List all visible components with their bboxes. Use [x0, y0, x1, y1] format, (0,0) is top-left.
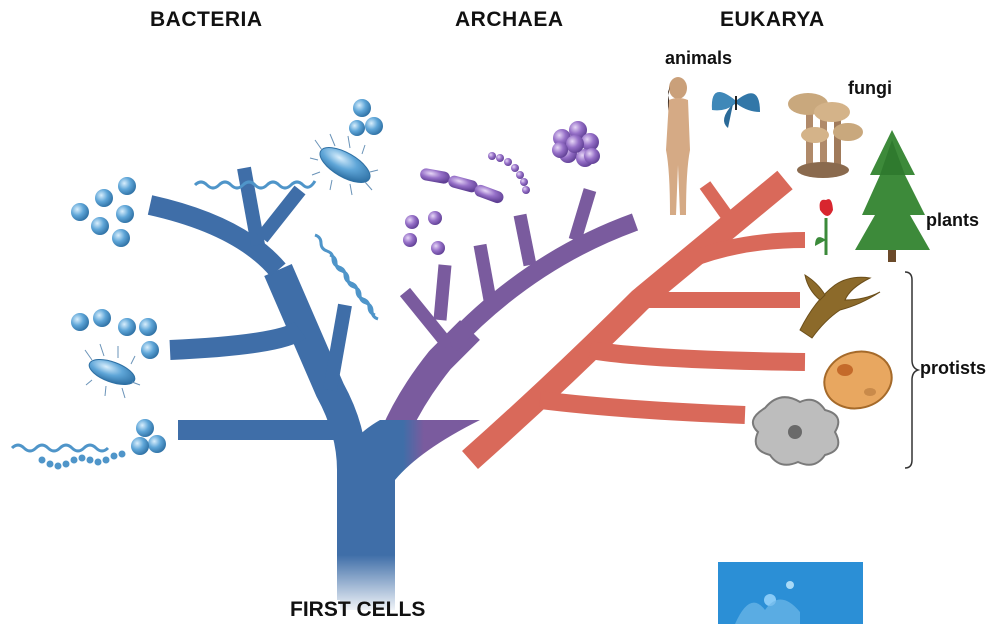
- spirochete-top: [195, 181, 315, 188]
- eukarya-twig-animals: [705, 185, 730, 220]
- domain-label-bacteria: BACTERIA: [150, 8, 263, 32]
- archaea-twig-2: [440, 265, 445, 320]
- archaea-chain: [488, 152, 530, 194]
- group-label-fungi: fungi: [848, 78, 892, 99]
- eukarya-branch-protist-3: [540, 400, 745, 415]
- cocci-cluster-bottom: [131, 419, 166, 455]
- human-figure: [666, 77, 690, 215]
- cocci-cluster-top-left: [71, 177, 136, 247]
- butterfly: [712, 92, 760, 128]
- cocci-cluster-top: [349, 99, 383, 136]
- archaea-cocci: [403, 211, 445, 255]
- domain-label-archaea: ARCHAEA: [455, 8, 564, 32]
- archaea-branches: [380, 190, 635, 600]
- tulip: [815, 199, 833, 255]
- domain-label-eukarya: EUKARYA: [720, 8, 825, 32]
- cocci-cluster-middle: [71, 309, 159, 359]
- bacteria-twig-b: [262, 190, 300, 238]
- bacillus-flagellated-middle: [85, 344, 140, 398]
- archaea-twig-3: [480, 245, 490, 300]
- inset-image-thumbnail: [718, 562, 863, 624]
- archaea-rods: [419, 167, 505, 204]
- root-label-first-cells: FIRST CELLS: [290, 598, 425, 622]
- bacteria-twig-c: [330, 305, 345, 390]
- bacteria-branch-mid: [170, 330, 300, 350]
- archaea-twig-4: [520, 215, 530, 265]
- spirochete-bottom: [12, 445, 108, 451]
- amoeba: [753, 397, 838, 465]
- streptococcus-chain: [39, 451, 126, 470]
- bacteria-branches: [150, 168, 352, 600]
- paramecium: [818, 344, 898, 416]
- group-label-plants: plants: [926, 210, 979, 231]
- brown-alga: [800, 275, 880, 338]
- bacillus-flagellated-top: [310, 134, 378, 195]
- group-label-protists: protists: [920, 358, 986, 379]
- group-label-animals: animals: [665, 48, 732, 69]
- mushrooms: [788, 93, 863, 178]
- eukarya-branch-protist-2: [590, 350, 805, 362]
- conifer-tree: [855, 130, 930, 262]
- protists-bracket: [905, 272, 918, 468]
- archaea-cluster: [552, 121, 600, 167]
